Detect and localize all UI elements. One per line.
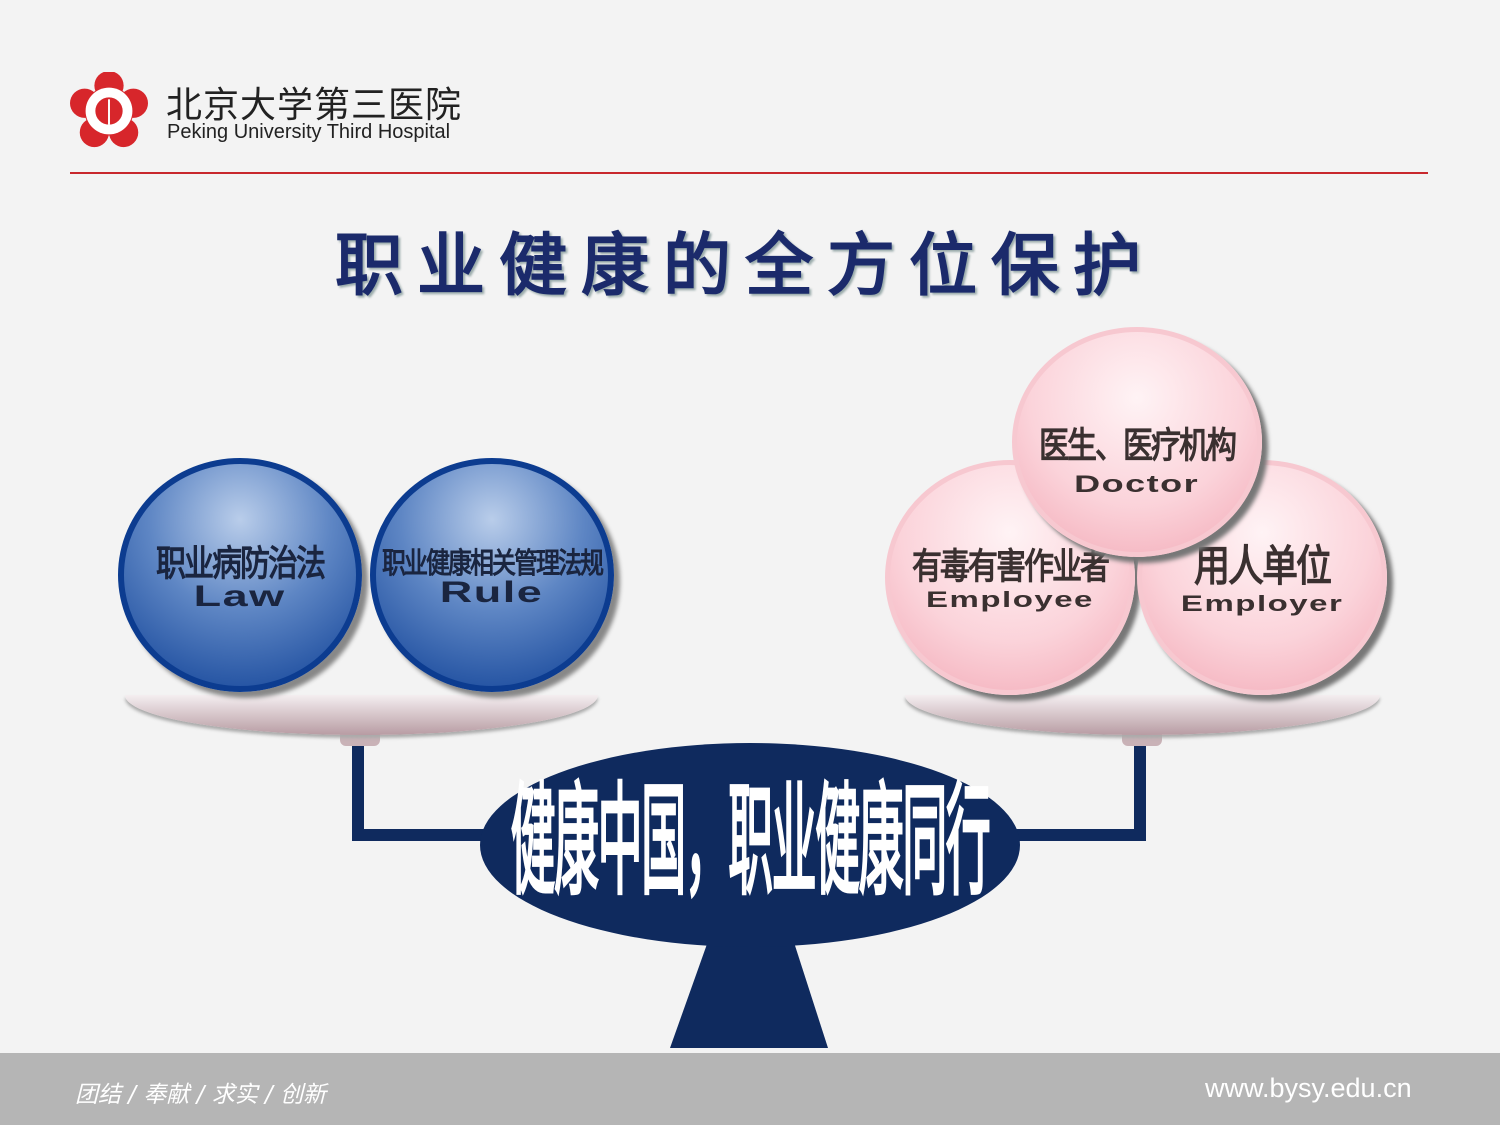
employer-en: Employer [1180,590,1344,616]
rule-circle: 职业健康相关管理法规 Rule [370,458,614,692]
doctor-cn: 医生、医疗机构 [1039,425,1237,468]
doctor-circle: 医生、医疗机构 Doctor [1012,327,1262,557]
center-slogan: 健康中国，职业健康同行 [510,770,991,914]
hospital-name-cn: 北京大学第三医院 [166,85,463,126]
doctor-en: Doctor [1074,471,1200,498]
header-divider [70,172,1428,174]
hospital-name-en: Peking University Third Hospital [167,121,451,143]
slide-title: 职业健康的全方位保护 [334,226,1155,306]
footer-bar [0,1053,1500,1125]
employee-en: Employee [926,586,1094,612]
rule-cn: 职业健康相关管理法规 [382,546,604,580]
hospital-logo-icon [70,72,148,148]
employer-cn: 用人单位 [1193,542,1332,592]
law-cn: 职业病防治法 [156,543,326,586]
footer-motto: 团结 / 奉献 / 求实 / 创新 [75,1082,327,1108]
rule-en: Rule [440,575,544,609]
law-circle: 职业病防治法 Law [118,458,362,692]
employee-cn: 有毒有害作业者 [912,545,1110,588]
footer-url[interactable]: www.bysy.edu.cn [1205,1073,1412,1103]
law-en: Law [193,580,287,613]
